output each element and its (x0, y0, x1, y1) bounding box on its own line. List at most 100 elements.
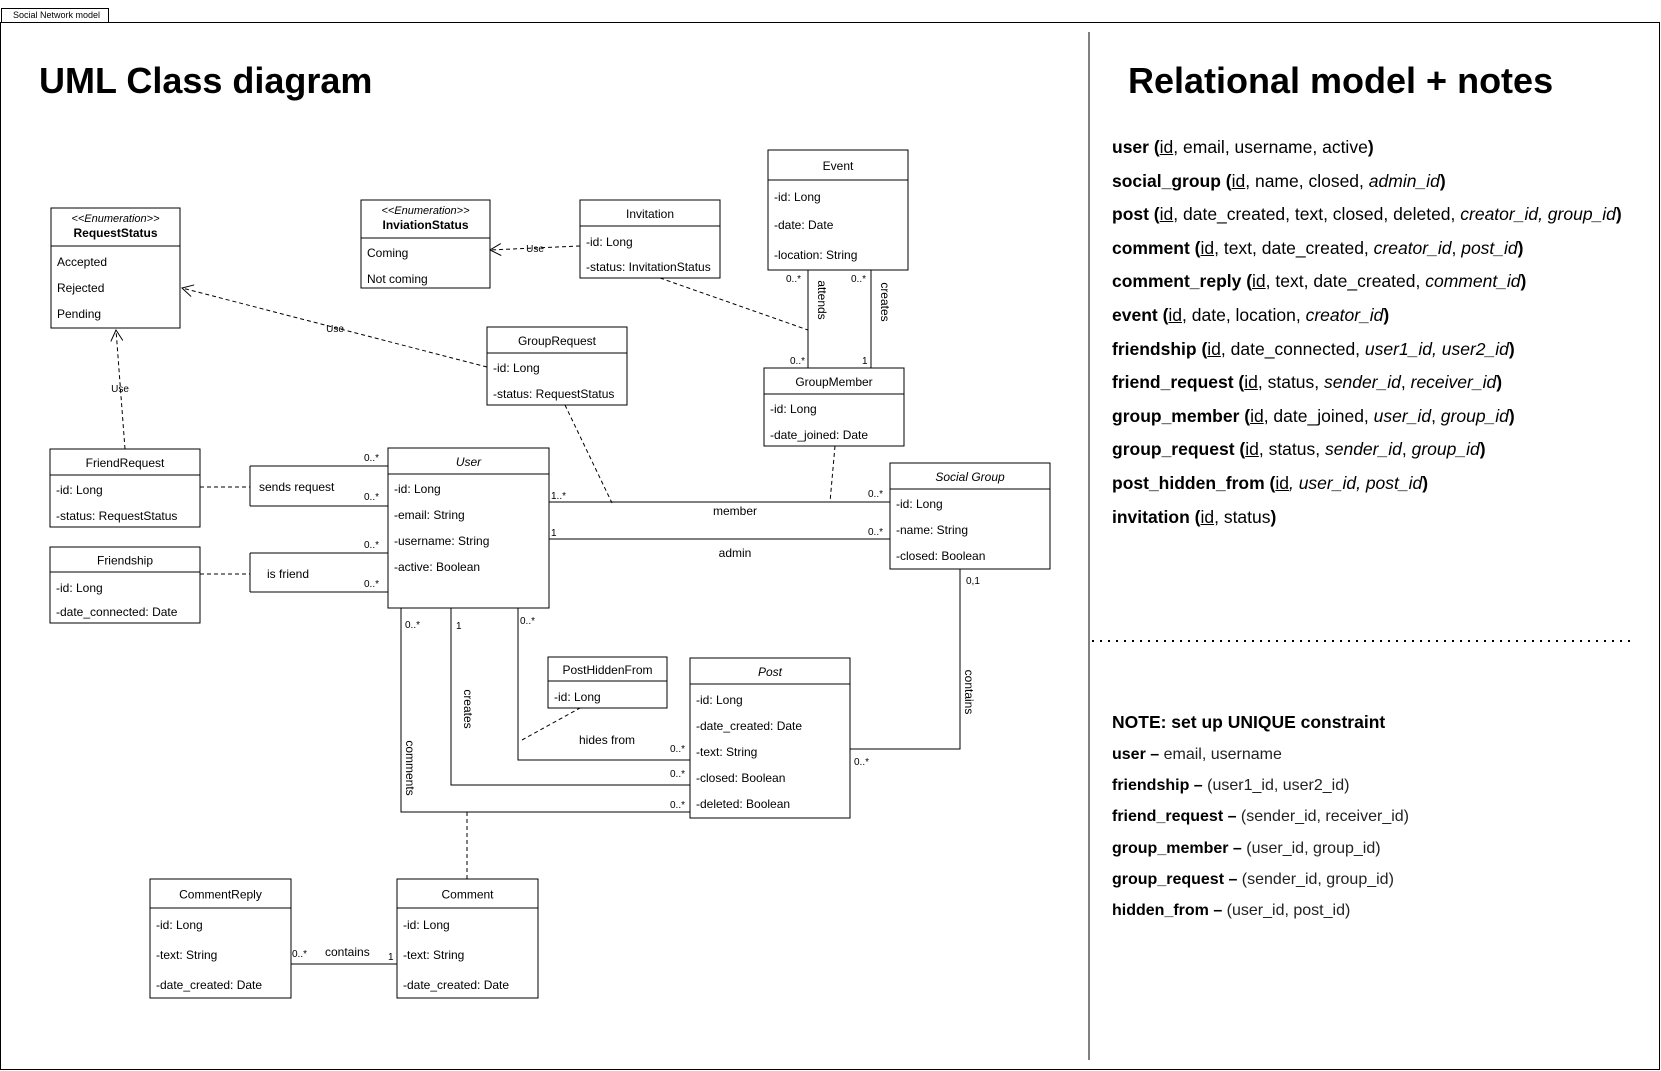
unique-note: hidden_from – (user_id, post_id) (1112, 902, 1350, 920)
class-event[interactable]: Event-id: Long-date: Date-location: Stri… (767, 149, 909, 271)
multiplicity-label: 0..* (364, 453, 379, 464)
relation-comment: comment (id, text, date_created, creator… (1112, 238, 1523, 259)
foreign-key: group_id (1440, 405, 1509, 426)
relation-name: comment_reply ( (1112, 271, 1253, 292)
dependency-invitation-status (488, 243, 581, 256)
class-attribute: -date_created: Date (403, 978, 509, 992)
class-box (387, 447, 550, 609)
class-social-group[interactable]: Social Group-id: Long-name: String-close… (889, 462, 1051, 570)
class-attribute: -closed: Boolean (896, 549, 985, 563)
class-group-member[interactable]: GroupMember-id: Long-date_joined: Date (763, 367, 905, 447)
multiplicity-label: 0..* (786, 274, 801, 285)
column-list: , status, (1257, 372, 1325, 393)
class-attribute: -id: Long (554, 690, 601, 704)
column-list: , date_joined, (1263, 405, 1374, 426)
class-box (49, 546, 201, 624)
class-attribute: -date: Date (774, 218, 834, 232)
class-comment-reply[interactable]: CommentReply-id: Long-text: String-date_… (149, 878, 292, 999)
multiplicity-label: 0..* (851, 274, 866, 285)
class-request-status[interactable]: <<Enumeration>>RequestStatusAcceptedReje… (50, 207, 181, 329)
class-invitation[interactable]: Invitation-id: Long-status: InvitationSt… (579, 199, 721, 279)
class-attribute: -status: RequestStatus (56, 509, 177, 523)
class-comment[interactable]: Comment-id: Long-text: String-date_creat… (396, 878, 539, 999)
assoc-is-friend (249, 552, 388, 593)
class-friendship[interactable]: Friendship-id: Long-date_connected: Date (49, 546, 201, 624)
foreign-key: creator_id (1373, 237, 1452, 258)
class-name: Social Group (935, 470, 1005, 484)
multiplicity-label: 0,1 (966, 576, 980, 587)
relation-close: ) (1615, 204, 1622, 225)
relation-friend-request: friend_request (id, status, sender_id, r… (1112, 372, 1502, 393)
column-list: , email, username, active (1173, 137, 1368, 157)
class-group-request[interactable]: GroupRequest-id: Long-status: RequestSta… (486, 326, 628, 406)
unique-note: friend_request – (sender_id, receiver_id… (1112, 808, 1409, 826)
note-columns: (sender_id, group_id) (1237, 870, 1394, 888)
multiplicity-label: 0..* (670, 800, 685, 811)
unique-note: group_request – (sender_id, group_id) (1112, 871, 1394, 889)
class-attribute: -text: String (403, 948, 464, 962)
multiplicity-label: 1 (388, 952, 394, 963)
column-list: , text, date_created, (1265, 271, 1426, 292)
relation-post-hidden-from: post_hidden_from (id, user_id, post_id) (1112, 473, 1428, 494)
class-box (689, 657, 851, 819)
relation-name: post_hidden_from ( (1112, 473, 1276, 493)
class-invitation-status[interactable]: <<Enumeration>>InviationStatusComingNot … (360, 199, 491, 289)
enum-value: Pending (57, 307, 101, 321)
column-list: , date, location, (1182, 305, 1306, 325)
relation-close: ) (1422, 473, 1429, 493)
column-list: , status, (1258, 439, 1325, 460)
foreign-key: admin_id (1368, 170, 1440, 191)
association-label: creates (878, 282, 892, 321)
class-post[interactable]: Post-id: Long-date_created: Date-text: S… (689, 657, 851, 819)
class-attribute: -username: String (394, 534, 489, 548)
class-attribute: -status: RequestStatus (493, 387, 614, 401)
primary-key: id (1250, 405, 1264, 426)
class-box (49, 448, 201, 528)
primary-key: id (1159, 137, 1174, 157)
class-friend-request[interactable]: FriendRequest-id: Long-status: RequestSt… (49, 448, 201, 528)
relation-close: ) (1508, 338, 1515, 359)
foreign-key: group_id (1411, 439, 1480, 460)
association-label: comments (403, 740, 417, 795)
class-name: CommentReply (179, 888, 262, 902)
class-attribute: -id: Long (156, 918, 203, 932)
relation-close: ) (1270, 506, 1277, 527)
column-list: , (1400, 372, 1411, 393)
note-table: user – (1112, 746, 1160, 763)
association-label: admin (719, 546, 752, 560)
foreign-key: user_id (1373, 405, 1432, 426)
relation-name: group_member ( (1112, 405, 1251, 426)
connectors (110, 243, 961, 965)
association-label: sends request (259, 480, 335, 494)
foreign-key: , user_id, post_id (1288, 473, 1423, 493)
multiplicity-label: 0..* (670, 769, 685, 780)
note-columns: (user_id, group_id) (1241, 839, 1381, 857)
relation-event: event (id, date, location, creator_id) (1112, 305, 1389, 326)
foreign-key: user1_id, user2_id (1364, 338, 1509, 359)
note-table: friendship – (1112, 777, 1203, 795)
foreign-key: post_id (1461, 237, 1518, 258)
association-label: creates (461, 689, 475, 728)
class-post-hidden-from[interactable]: PostHiddenFrom-id: Long (547, 656, 668, 709)
foreign-key: comment_id (1425, 271, 1521, 292)
relation-name: invitation ( (1112, 506, 1201, 527)
multiplicity-label: 1 (456, 621, 462, 632)
page-tab[interactable]: Social Network model (1, 8, 110, 22)
relation-invitation: invitation (id, status) (1112, 507, 1276, 528)
class-attribute: -date_joined: Date (770, 428, 868, 442)
relation-close: ) (1517, 237, 1524, 258)
association-label: contains (325, 945, 370, 959)
foreign-key: sender_id (1324, 372, 1401, 393)
note-table: friend_request – (1112, 808, 1237, 826)
dependency-grouprequest-status (180, 284, 488, 368)
uml-heading: UML Class diagram (39, 60, 373, 101)
class-box (50, 207, 181, 329)
multiplicity-label: 1 (551, 528, 557, 539)
class-user[interactable]: User-id: Long-email: String-username: St… (387, 447, 550, 609)
note-columns: (sender_id, receiver_id) (1236, 808, 1410, 826)
class-name: Post (758, 665, 783, 679)
multiplicity-label: 0..* (520, 616, 535, 627)
class-name: Comment (441, 888, 494, 902)
foreign-key: creator_id (1305, 305, 1384, 325)
class-box (149, 878, 292, 999)
